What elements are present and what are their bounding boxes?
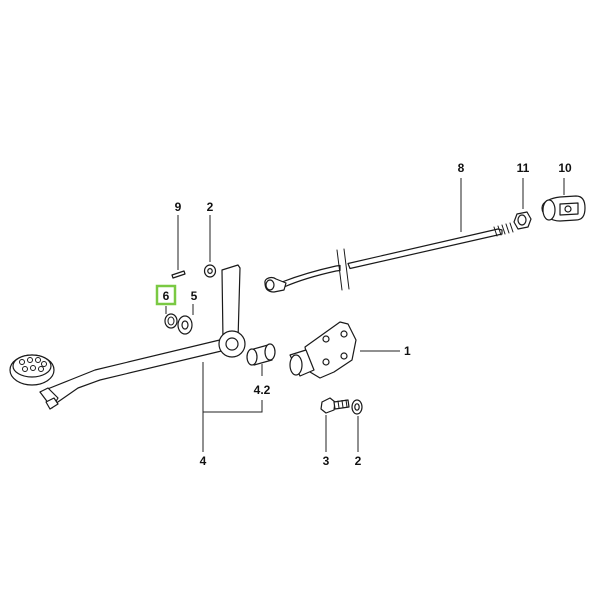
pedal-grip-pattern	[19, 357, 47, 372]
pin	[171, 270, 186, 279]
label-part-4: 4	[200, 454, 207, 468]
highlight-box	[155, 284, 177, 306]
label-part-11: 11	[517, 161, 530, 175]
pedal-pad	[9, 354, 55, 386]
label-part-3: 3	[323, 454, 330, 468]
main-lever	[39, 264, 246, 410]
spring-clip	[164, 313, 178, 329]
rod-thread	[493, 222, 514, 237]
label-part-4-2: 4.2	[254, 383, 271, 397]
bushing	[246, 343, 276, 366]
label-part-9: 9	[175, 200, 182, 214]
push-rod	[264, 222, 514, 293]
label-part-8: 8	[458, 161, 465, 175]
nut	[513, 211, 532, 230]
highlighted-label-part-6[interactable]: 6	[155, 284, 177, 306]
leader-lines	[165, 178, 565, 452]
clevis	[541, 195, 586, 222]
label-part-10: 10	[558, 161, 572, 175]
bolt	[320, 397, 350, 414]
label-part-1: 1	[404, 344, 411, 358]
washer-lower	[351, 399, 363, 415]
label-part-2-lower: 2	[355, 454, 362, 468]
label-part-2-upper: 2	[207, 200, 214, 214]
washer-5	[177, 315, 193, 335]
bracket	[289, 321, 357, 379]
label-part-5: 5	[191, 289, 198, 303]
washer-upper	[203, 264, 217, 278]
label-part-6: 6	[163, 289, 170, 303]
